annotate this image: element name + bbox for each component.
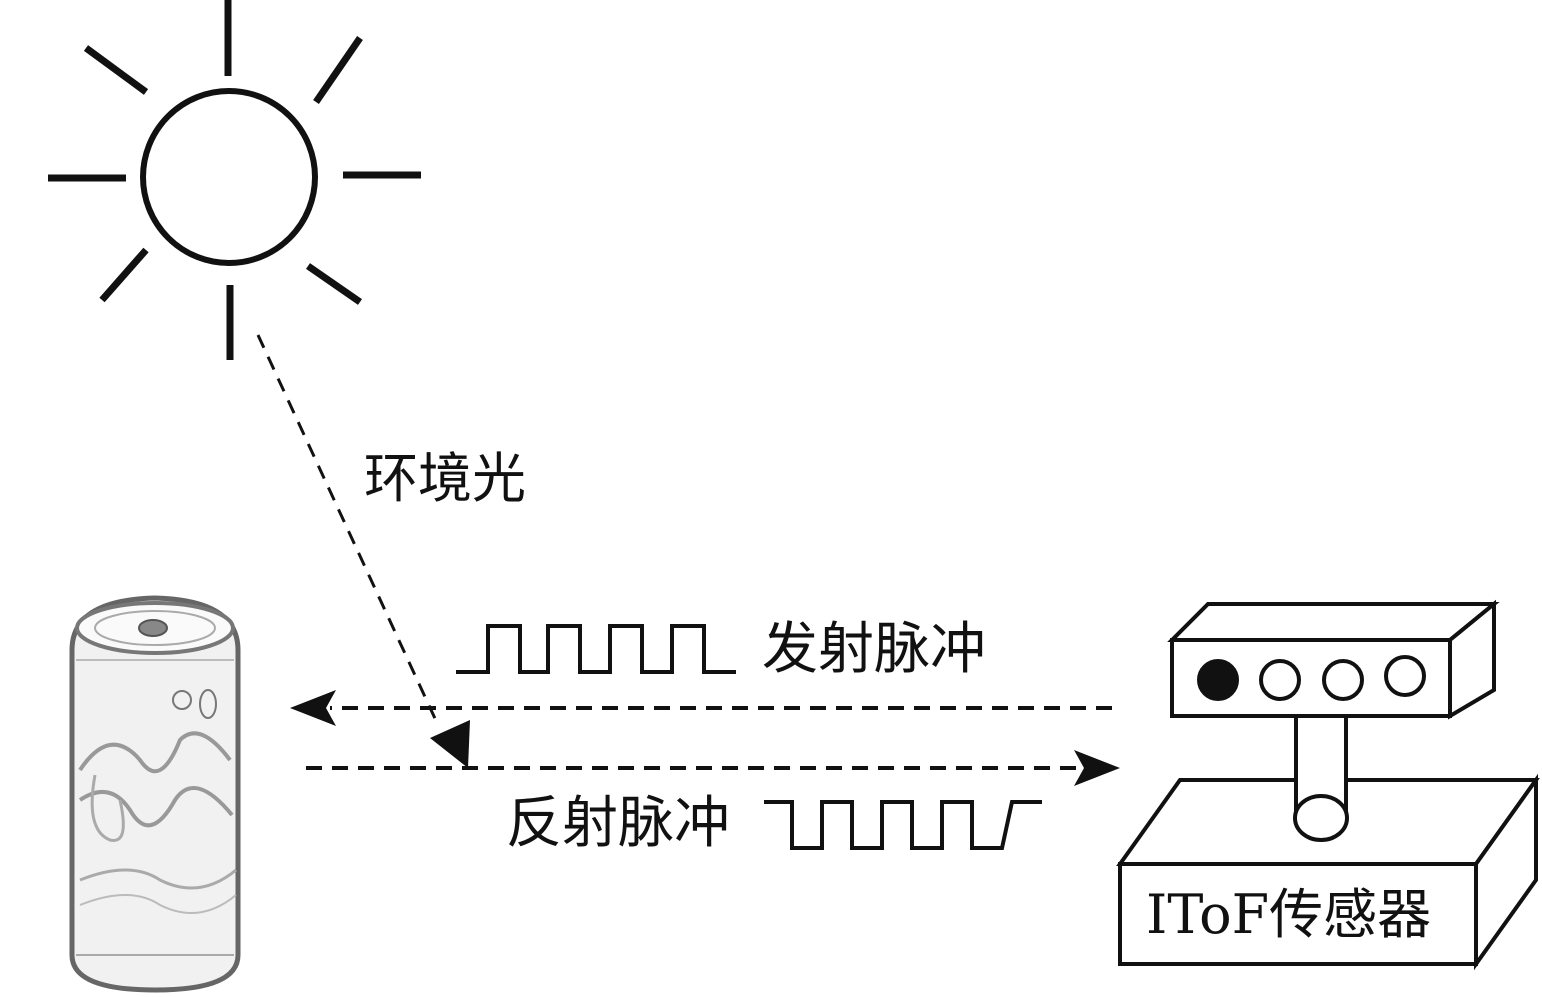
emitted-pulse-waveform xyxy=(456,624,736,674)
itof-sensor-icon xyxy=(1116,599,1540,971)
ambient-light-ray xyxy=(256,334,470,768)
emitted-pulse-label: 发射脉冲 xyxy=(762,617,986,682)
ambient-light-label: 环境光 xyxy=(364,447,526,510)
soda-can-icon xyxy=(69,595,241,993)
sun-icon xyxy=(48,0,421,360)
receiver-lens-3 xyxy=(1384,655,1426,697)
receiver-lens-2 xyxy=(1322,659,1364,701)
receiver-lens-1 xyxy=(1259,659,1301,701)
emitted-pulse-arrow xyxy=(290,690,1112,726)
reflected-pulse-waveform xyxy=(764,800,1042,850)
reflected-pulse-arrow xyxy=(306,750,1120,786)
emitter-lens xyxy=(1197,659,1239,701)
reflected-pulse-label: 反射脉冲 xyxy=(506,791,730,856)
sensor-label: IToF传感器 xyxy=(1146,883,1432,946)
ambient-arrowhead xyxy=(430,720,470,768)
